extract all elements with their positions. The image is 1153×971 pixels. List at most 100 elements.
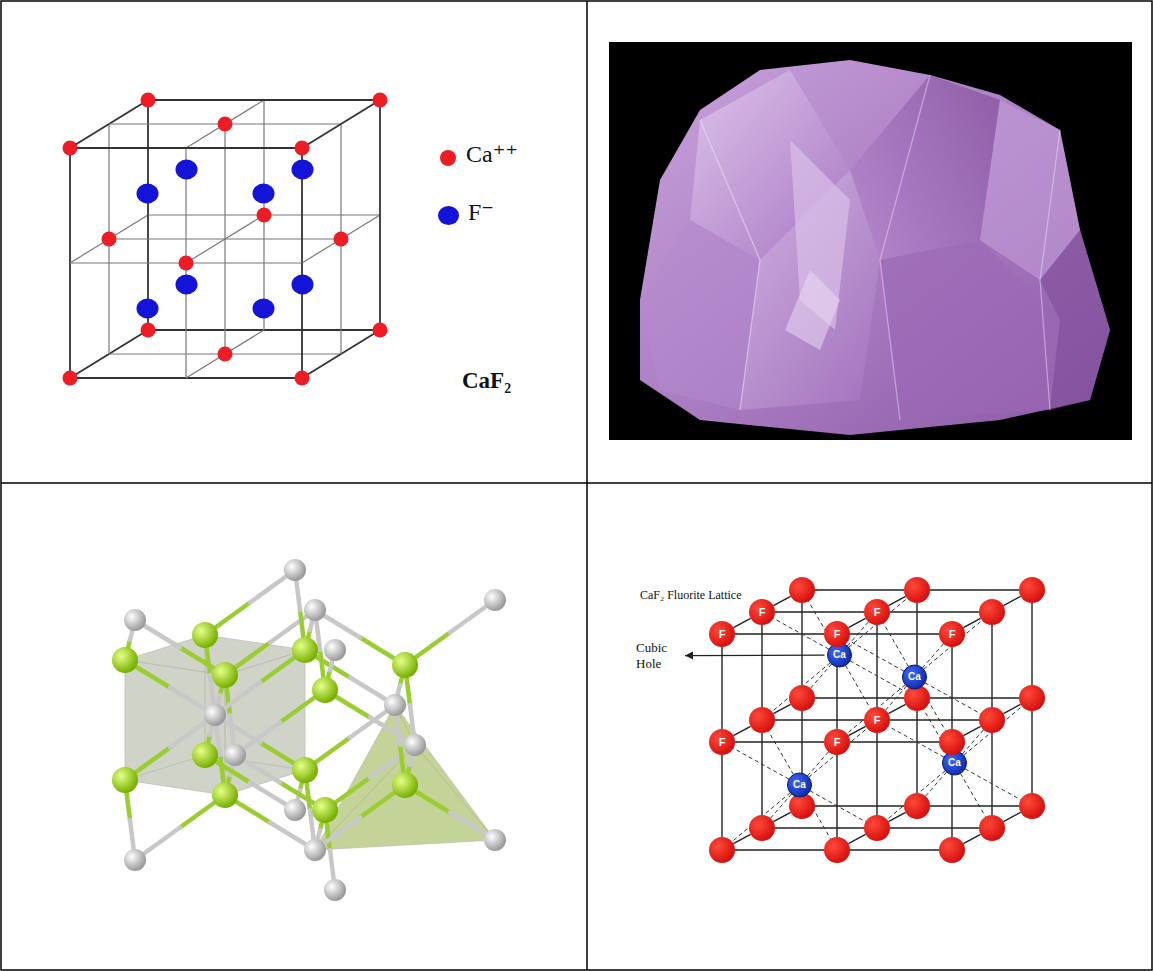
fluoride-ion [824,621,850,647]
fluoride-ion [292,275,314,295]
cubic-hole-diagonal [810,791,866,822]
calcium-atom [484,589,506,611]
cubic-hole-diagonal [771,794,792,818]
legend-label: Ca⁺⁺ [466,140,518,168]
lattice-edge [848,834,865,843]
crystal-prism [785,270,840,350]
cubic-hole-diagonal [773,618,829,649]
lattice-edge [773,704,790,713]
photo-background [609,42,1132,440]
lattice-edge [848,726,865,735]
fluorite-photo [609,42,1132,440]
lattice-edge [876,733,877,815]
crystal-facet [640,220,760,410]
formula-label: CaF₂ [462,368,511,394]
crystal-body [640,60,1110,435]
lattice-edge [890,611,979,612]
lattice-diagram [63,93,388,386]
fluoride-ion [1019,793,1045,819]
lattice-edge [890,719,979,720]
calcium-ion [295,371,310,386]
crystal-facet [1040,230,1110,410]
fluoride-ion [824,837,850,863]
calcium-atom [384,694,406,716]
fluoride-ion [749,599,775,625]
calcium-atom [204,704,226,726]
lattice-edge [1031,603,1032,685]
fluorine-atom [392,652,418,678]
lattice-edge [735,633,824,634]
callout-label: Cubic Hole [636,640,680,671]
lattice-edge [733,618,750,627]
lattice-edge [991,625,992,707]
ion-label: F [949,629,956,640]
fluoride-ion [939,621,965,647]
fluorine-atom [292,637,318,663]
lattice-line [148,99,380,101]
lattice-edge [1003,812,1020,821]
fluoride-ion [292,160,314,180]
fluorine-atom [392,772,418,798]
fluoride-ion [749,815,775,841]
calcium-ion [102,232,117,247]
cubic-hole-diagonal [846,665,871,708]
cubic-hole-diagonal [925,683,981,714]
lattice-edge [815,805,904,806]
fluorine-atom [112,647,138,673]
crystal-edge [1040,130,1060,410]
calcium-ion [788,773,812,797]
lattice-edge [775,611,864,612]
lattice-edge [963,618,980,627]
calcium-ion [179,256,194,271]
calcium-atom [224,744,246,766]
leader-arrowhead [685,652,693,660]
lattice-edge [733,726,750,735]
lattice-edge [1003,596,1020,605]
table-divider [1,482,1152,484]
lattice-line [302,100,380,148]
lattice-edge [888,596,905,605]
fluoride-ion [824,729,850,755]
panel-title: CaF₂ Fluorite Lattice [640,588,742,603]
calcium-ion [373,323,388,338]
cubic-hole-diagonal [964,706,1022,755]
calcium-ion [218,347,233,362]
crystal-facet [850,75,1000,260]
ball-stick-model [112,559,506,901]
cubic-hole-diagonal [809,728,867,777]
fluoride-ion [904,793,930,819]
lattice-edge [815,589,904,590]
calcium-ion [141,93,156,108]
fluorine-atom [192,622,218,648]
lattice-edge [773,596,790,605]
fluoride-ion [939,729,965,755]
fluoride-ion [709,621,735,647]
fluoride-ion [864,599,890,625]
lattice-edge [815,697,904,698]
fluoride-ion [253,299,275,319]
fluoride-ion [1019,685,1045,711]
lattice-edge [930,589,1019,590]
calcium-atom [404,734,426,756]
fluoride-ion [904,577,930,603]
cubic-hole-diagonal [961,773,986,816]
legend-swatch [440,150,456,166]
fluoride-ion [789,685,815,711]
calcium-atom [324,639,346,661]
lattice-edge [801,603,802,685]
lattice-edge [963,726,980,735]
fluoride-ion [176,160,198,180]
fluoride-ion [709,729,735,755]
lattice-edge [733,834,750,843]
ion-label: F [719,629,726,640]
calcium-ion [63,371,78,386]
cubic-hole-diagonal [924,620,982,669]
lattice-edge [1031,711,1032,793]
lattice-edge [735,849,824,850]
cubic-hole-diagonal [850,661,906,692]
lattice-line [70,147,302,149]
coordination-tetrahedron [315,745,495,850]
